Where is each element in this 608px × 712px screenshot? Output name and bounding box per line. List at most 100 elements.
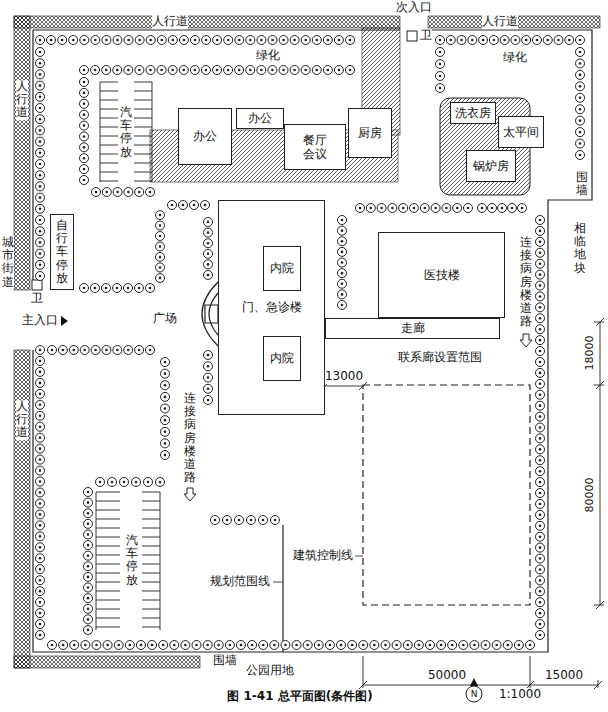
tree-symbol	[80, 99, 89, 108]
stall-line	[142, 582, 160, 583]
building-name: 内院	[270, 261, 294, 275]
tree-crown	[179, 201, 188, 210]
tree-trunk	[39, 404, 42, 407]
tree-trunk	[39, 252, 42, 255]
tree-crown	[235, 66, 244, 75]
tree-trunk	[315, 69, 318, 72]
tree-symbol	[338, 279, 347, 288]
tree-symbol	[161, 358, 170, 367]
tree-crown	[536, 478, 545, 487]
tree-symbol	[80, 88, 89, 97]
tree-trunk	[159, 245, 162, 248]
tree-trunk	[39, 39, 42, 42]
tree-crown	[536, 598, 545, 607]
tree-symbol	[146, 188, 155, 197]
stall-line	[96, 582, 120, 583]
stall-line	[96, 510, 120, 511]
tree-trunk	[539, 361, 542, 364]
tree-symbol	[36, 272, 45, 281]
tree-symbol	[36, 521, 45, 530]
tree-symbol	[80, 132, 89, 141]
tree-symbol	[168, 36, 177, 45]
tree-crown	[536, 609, 545, 618]
tree-crown	[536, 445, 545, 454]
stall-line	[134, 127, 152, 128]
stall-line	[134, 91, 152, 92]
tree-symbol	[235, 516, 244, 525]
tree-symbol	[370, 641, 379, 650]
tree-crown	[80, 88, 89, 97]
tree-trunk	[493, 39, 496, 42]
tree-trunk	[116, 39, 119, 42]
tree-crown	[36, 510, 45, 519]
tree-crown	[518, 204, 527, 213]
tree-crown	[348, 641, 357, 650]
tree-crown	[201, 66, 210, 75]
stall-line	[100, 136, 118, 137]
tree-trunk	[39, 491, 42, 494]
tree-trunk	[83, 39, 86, 42]
tree-symbol	[161, 451, 170, 460]
tree-crown	[136, 641, 145, 650]
tree-crown	[36, 36, 45, 45]
tree-crown	[36, 477, 45, 486]
tree-symbol	[204, 373, 213, 382]
tree-trunk	[83, 146, 86, 149]
tree-crown	[281, 641, 290, 650]
tree-symbol	[36, 598, 45, 607]
tree-trunk	[249, 39, 252, 42]
tree-symbol	[257, 66, 266, 75]
tree-crown	[346, 66, 355, 75]
stall-line	[100, 100, 118, 101]
building-box: 餐厅 会议	[284, 124, 346, 170]
tree-trunk	[384, 644, 387, 647]
tree-crown	[236, 641, 245, 650]
tree-crown	[337, 641, 346, 650]
tree-symbol	[48, 641, 57, 650]
tree-symbol	[47, 36, 56, 45]
stall-line	[96, 519, 120, 520]
tree-trunk	[341, 272, 344, 275]
building-name: 走廊	[401, 321, 425, 335]
tree-trunk	[87, 554, 90, 557]
tree-symbol	[536, 510, 545, 519]
tree-crown	[36, 48, 45, 57]
stall-line	[142, 591, 160, 592]
tree-symbol	[312, 66, 321, 75]
tree-trunk	[439, 87, 442, 90]
tree-trunk	[579, 142, 582, 145]
tree-trunk	[579, 39, 582, 42]
building-box: 洗衣房	[450, 102, 496, 124]
tree-symbol	[102, 36, 111, 45]
tree-crown	[168, 66, 177, 75]
tree-trunk	[402, 207, 405, 210]
sidewalk-band	[14, 350, 30, 668]
stall-line	[100, 109, 118, 110]
tree-trunk	[39, 84, 42, 87]
tree-crown	[204, 384, 213, 393]
site-label: 卫	[31, 292, 43, 306]
tree-symbol	[80, 154, 89, 163]
tree-crown	[204, 239, 213, 248]
stall-line	[96, 546, 120, 547]
tree-trunk	[216, 69, 219, 72]
tree-symbol	[536, 303, 545, 312]
tree-trunk	[39, 502, 42, 505]
tree-symbol	[526, 641, 535, 650]
tree-symbol	[576, 105, 585, 114]
tree-crown	[290, 66, 299, 75]
tree-crown	[124, 188, 133, 197]
tree-trunk	[539, 579, 542, 582]
tree-trunk	[273, 644, 276, 647]
tree-crown	[576, 105, 585, 114]
tree-trunk	[327, 69, 330, 72]
tree-crown	[161, 392, 170, 401]
tree-crown	[224, 36, 233, 45]
tree-crown	[301, 66, 310, 75]
tree-symbol	[36, 356, 45, 365]
tree-trunk	[207, 354, 210, 357]
tree-crown	[431, 204, 440, 213]
tree-trunk	[39, 349, 42, 352]
tree-crown	[161, 358, 170, 367]
tree-symbol	[80, 110, 89, 119]
